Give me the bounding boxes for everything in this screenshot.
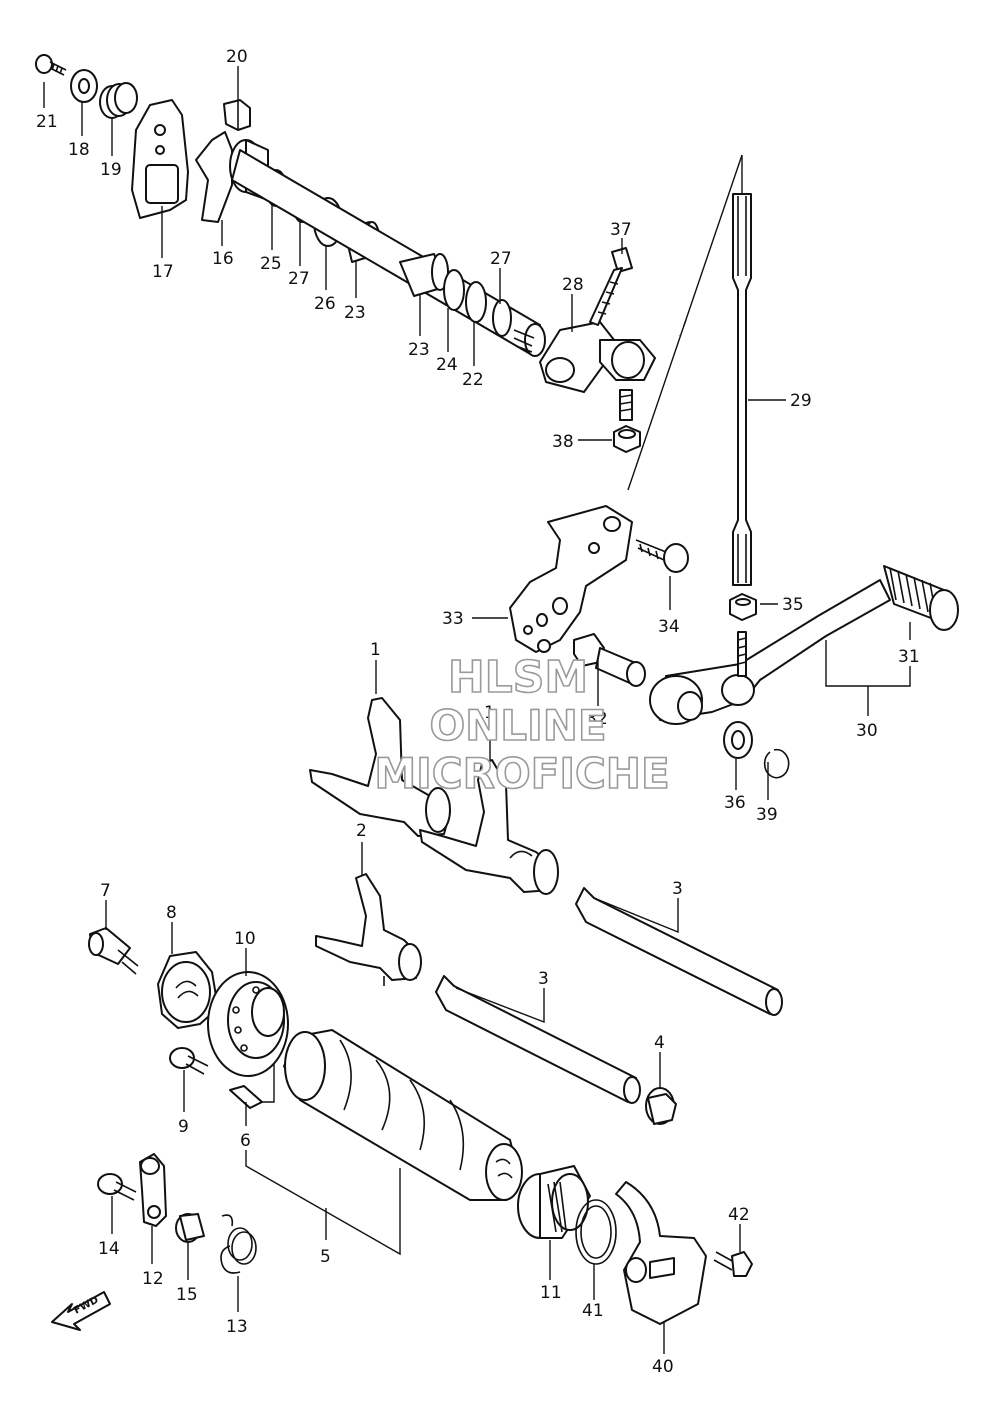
label-8: 8	[166, 903, 177, 923]
label-32: 32	[586, 709, 608, 729]
label-24: 24	[436, 355, 458, 375]
shaft-spline-end	[513, 323, 546, 357]
leader-lines	[43, 66, 911, 1354]
label-23-lower: 23	[408, 340, 430, 360]
part-2-shift-fork	[315, 873, 422, 986]
part-32-pivot-bolt	[573, 633, 646, 687]
part-17-plate	[131, 99, 189, 219]
watermark-line-2: ONLINE	[429, 701, 606, 750]
part-34-bolt	[635, 539, 689, 573]
part-18-washer	[70, 69, 98, 103]
part-37-bolt	[589, 247, 633, 326]
label-39: 39	[756, 805, 778, 825]
part-12-stopper-arm	[139, 1153, 167, 1227]
part-41-o-ring	[575, 1199, 617, 1265]
label-29: 29	[790, 391, 812, 411]
label-15: 15	[176, 1285, 198, 1305]
label-9: 9	[178, 1117, 189, 1137]
watermark-line-1: HLSM	[448, 652, 588, 703]
part-5-gearshift-cam	[283, 1029, 523, 1201]
label-5: 5	[320, 1247, 331, 1267]
label-19: 19	[100, 160, 122, 180]
label-20: 20	[226, 47, 248, 67]
label-21: 21	[36, 112, 58, 132]
label-4: 4	[654, 1033, 665, 1053]
label-11: 11	[540, 1283, 562, 1303]
watermark-line-3: MICROFICHE	[374, 749, 669, 798]
part-36-washer	[723, 721, 753, 759]
label-1-upper: 1	[370, 640, 381, 660]
part-11-needle-bearing	[517, 1165, 591, 1239]
label-12: 12	[142, 1269, 164, 1289]
label-42: 42	[728, 1205, 750, 1225]
part-10-bearing	[207, 971, 289, 1077]
part-15-bushing	[175, 1213, 205, 1243]
alignment-lines	[627, 154, 743, 491]
part-30-shift-lever	[649, 579, 891, 725]
label-25: 25	[260, 254, 282, 274]
part-1-shift-fork-upper	[309, 697, 451, 837]
label-3-lower: 3	[538, 969, 549, 989]
label-38: 38	[552, 432, 574, 452]
part-7-pin	[88, 927, 139, 975]
part-21-bolt	[35, 54, 67, 76]
part-42-bolt	[713, 1251, 753, 1277]
label-37: 37	[610, 220, 632, 240]
label-27-upper: 27	[288, 269, 310, 289]
fwd-arrow: FWD	[51, 1291, 111, 1331]
part-9-bolt	[169, 1047, 209, 1075]
part-24-seal	[443, 269, 465, 311]
part-35-nut	[729, 593, 757, 621]
label-16: 16	[212, 249, 234, 269]
part-8-cam-plate	[157, 951, 219, 1029]
label-28: 28	[562, 275, 584, 295]
part-14-bolt	[97, 1173, 137, 1201]
part-27-clip-lower	[492, 299, 512, 337]
label-17: 17	[152, 262, 174, 282]
part-4-plug	[645, 1087, 677, 1125]
label-10: 10	[234, 929, 256, 949]
label-22: 22	[462, 370, 484, 390]
part-28-shift-lever-arm	[539, 321, 656, 421]
label-34: 34	[658, 617, 680, 637]
part-13-spring	[220, 1214, 257, 1274]
label-36: 36	[724, 793, 746, 813]
part-31-footpeg-rubber	[883, 565, 959, 631]
label-31: 31	[898, 647, 920, 667]
part-22-washer	[465, 281, 487, 323]
label-30: 30	[856, 721, 878, 741]
label-40: 40	[652, 1357, 674, 1377]
part-3-fork-shaft-upper	[575, 887, 783, 1016]
label-6: 6	[240, 1131, 251, 1151]
label-35: 35	[782, 595, 804, 615]
part-29-shift-rod	[732, 193, 752, 586]
label-26: 26	[314, 294, 336, 314]
watermark: HLSM ONLINE MICROFICHE	[374, 651, 671, 799]
label-2: 2	[356, 821, 367, 841]
label-14: 14	[98, 1239, 120, 1259]
label-41: 41	[582, 1301, 604, 1321]
label-27-lower: 27	[490, 249, 512, 269]
part-19-spring	[99, 82, 138, 119]
part-39-circlip	[763, 748, 790, 779]
label-23-upper: 23	[344, 303, 366, 323]
callout-labels: 21 18 19 20 17 16 25 27 26 23 23 24 22 2…	[36, 47, 920, 1377]
part-33-bracket	[509, 505, 633, 653]
part-38-nut	[613, 425, 641, 453]
label-13: 13	[226, 1317, 248, 1337]
label-7: 7	[100, 881, 111, 901]
part-3-fork-shaft-lower	[435, 975, 641, 1104]
label-1-lower: 1	[484, 703, 495, 723]
label-3-upper: 3	[672, 879, 683, 899]
label-33: 33	[442, 609, 464, 629]
part-1-shift-fork-lower	[419, 759, 559, 895]
part-40-cover	[615, 1181, 707, 1325]
label-18: 18	[68, 140, 90, 160]
part-23-bushing-lower	[399, 253, 449, 297]
part-20-pin	[223, 99, 251, 131]
